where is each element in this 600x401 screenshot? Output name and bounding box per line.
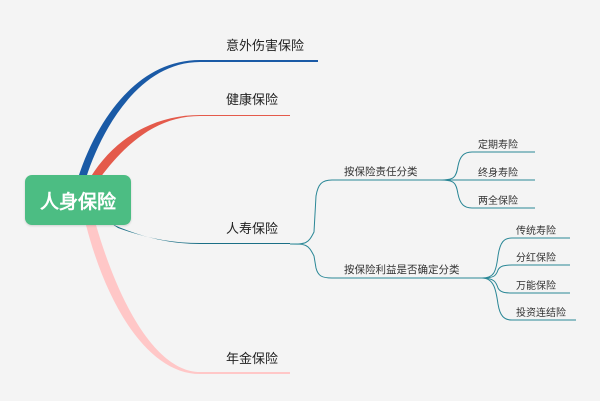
leaf-label: 终身寿险 [478,168,518,179]
leaf-label: 定期寿险 [478,140,518,151]
branch-accident-insurance[interactable]: 意外伤害保险 [226,35,304,54]
branch-annuity-insurance[interactable]: 年金保险 [226,348,278,367]
leaf-term-life[interactable]: 定期寿险 [478,136,518,151]
leaf-label: 分红保险 [516,253,556,264]
group-label: 按保险责任分类 [344,166,418,178]
root-node[interactable]: 人身保险 [25,175,131,225]
branch-label: 人寿保险 [226,222,279,237]
leaf-participating[interactable]: 分红保险 [516,249,556,264]
branch-connector-life [112,224,290,244]
life-group-by-benefit-certainty[interactable]: 按保险利益是否确定分类 [344,262,460,277]
branch-connector-health [90,115,290,178]
leaf-label: 两全保险 [478,196,518,207]
leaf-label: 万能保险 [516,281,556,292]
leaf-whole-life[interactable]: 终身寿险 [478,164,518,179]
branch-life-insurance[interactable]: 人寿保险 [226,218,278,237]
branch-connector-annuity [86,225,290,374]
leaf-label: 传统寿险 [516,226,556,237]
root-label: 人身保险 [39,190,116,213]
life-subtree-connectors [289,151,576,321]
branch-label: 年金保险 [226,352,279,367]
leaf-traditional-life[interactable]: 传统寿险 [516,222,556,237]
group-label: 按保险利益是否确定分类 [344,264,460,276]
life-group-by-liability[interactable]: 按保险责任分类 [344,164,418,179]
leaf-endowment[interactable]: 两全保险 [478,192,518,207]
branch-label: 意外伤害保险 [226,39,305,54]
leaf-investment-linked[interactable]: 投资连结险 [516,304,566,319]
branch-label: 健康保险 [226,93,279,108]
leaf-universal[interactable]: 万能保险 [516,277,556,292]
leaf-label: 投资连结险 [516,308,566,319]
branch-health-insurance[interactable]: 健康保险 [226,89,278,108]
